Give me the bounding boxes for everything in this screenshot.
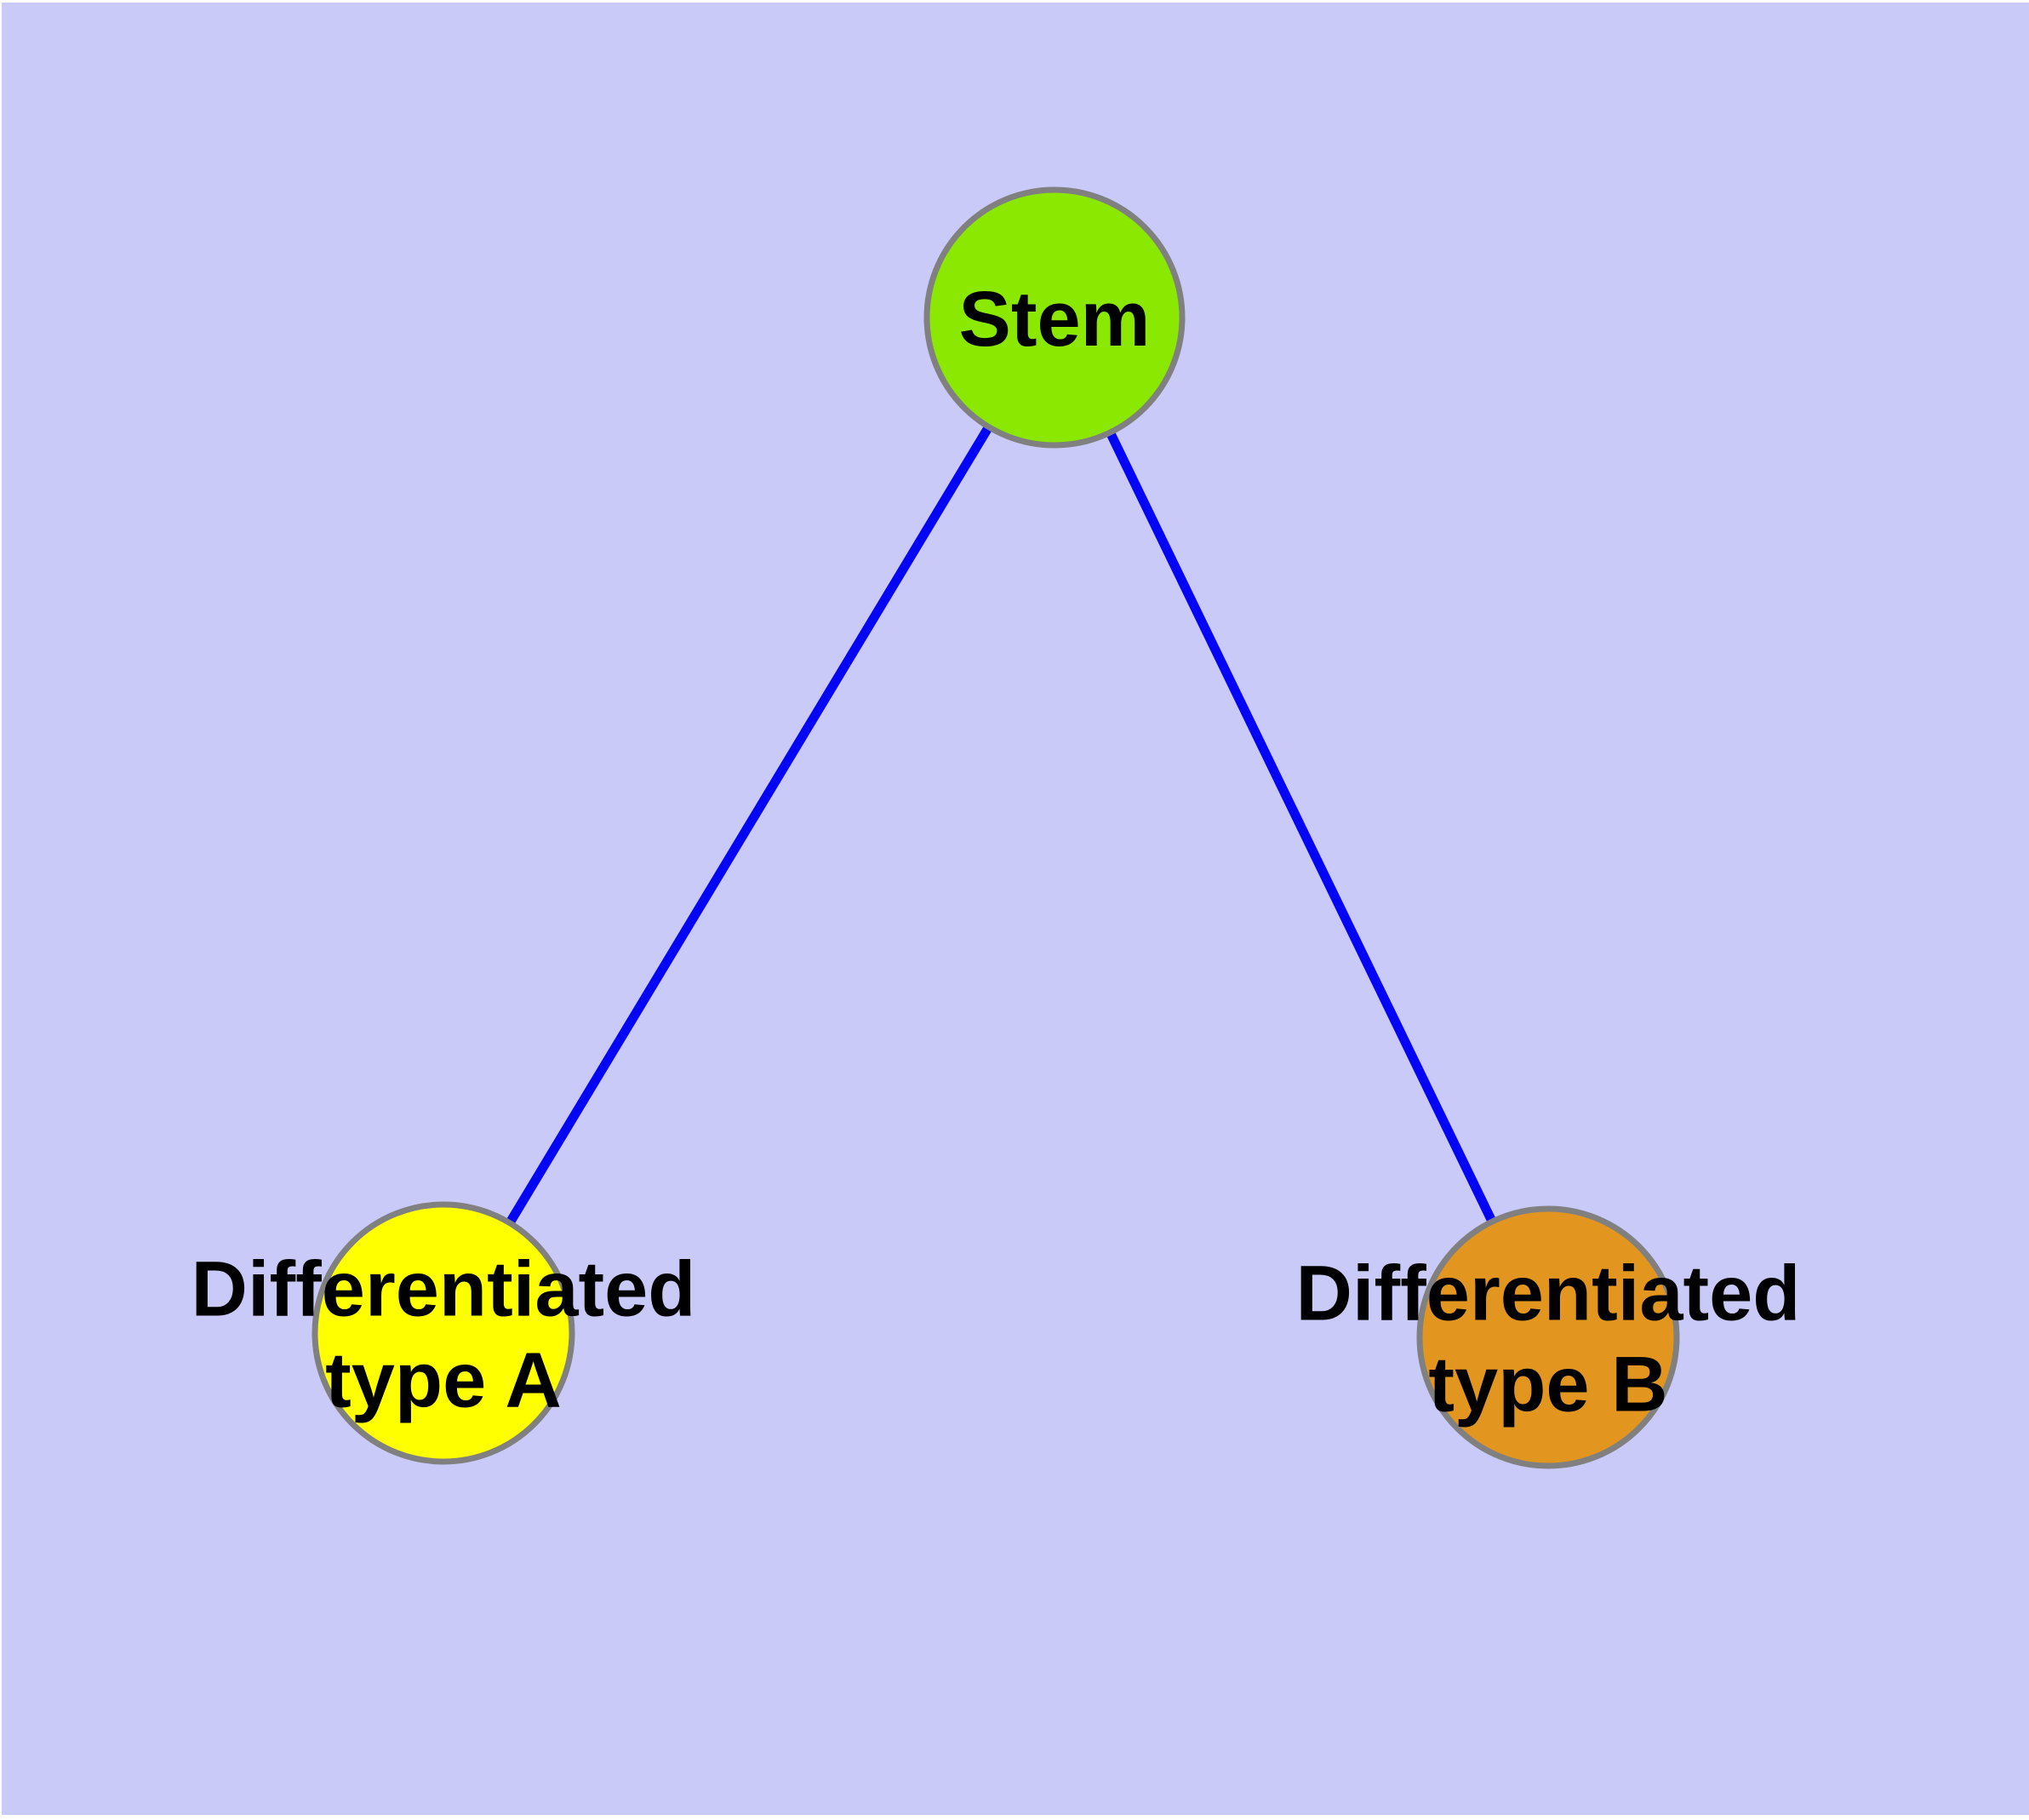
node-stem: Stem	[923, 186, 1186, 449]
edge-stem-to-diff-b	[1050, 315, 1552, 1340]
edge-stem-to-diff-a	[439, 315, 1059, 1336]
node-diff-a-label-line-2: type A	[325, 1337, 562, 1424]
node-diff-a-label-line-1: Differentiated	[191, 1246, 696, 1333]
node-stem-label: Stem	[959, 276, 1151, 363]
node-diff-b-circle	[1416, 1205, 1680, 1469]
node-stem-label-line-1: Stem	[959, 276, 1151, 363]
node-diff-a-circle	[311, 1201, 575, 1465]
node-diff-b-label-line-2: type B	[1428, 1342, 1667, 1428]
node-stem-circle	[923, 186, 1186, 449]
node-diff-b-label-line-1: Differentiated	[1296, 1251, 1801, 1337]
